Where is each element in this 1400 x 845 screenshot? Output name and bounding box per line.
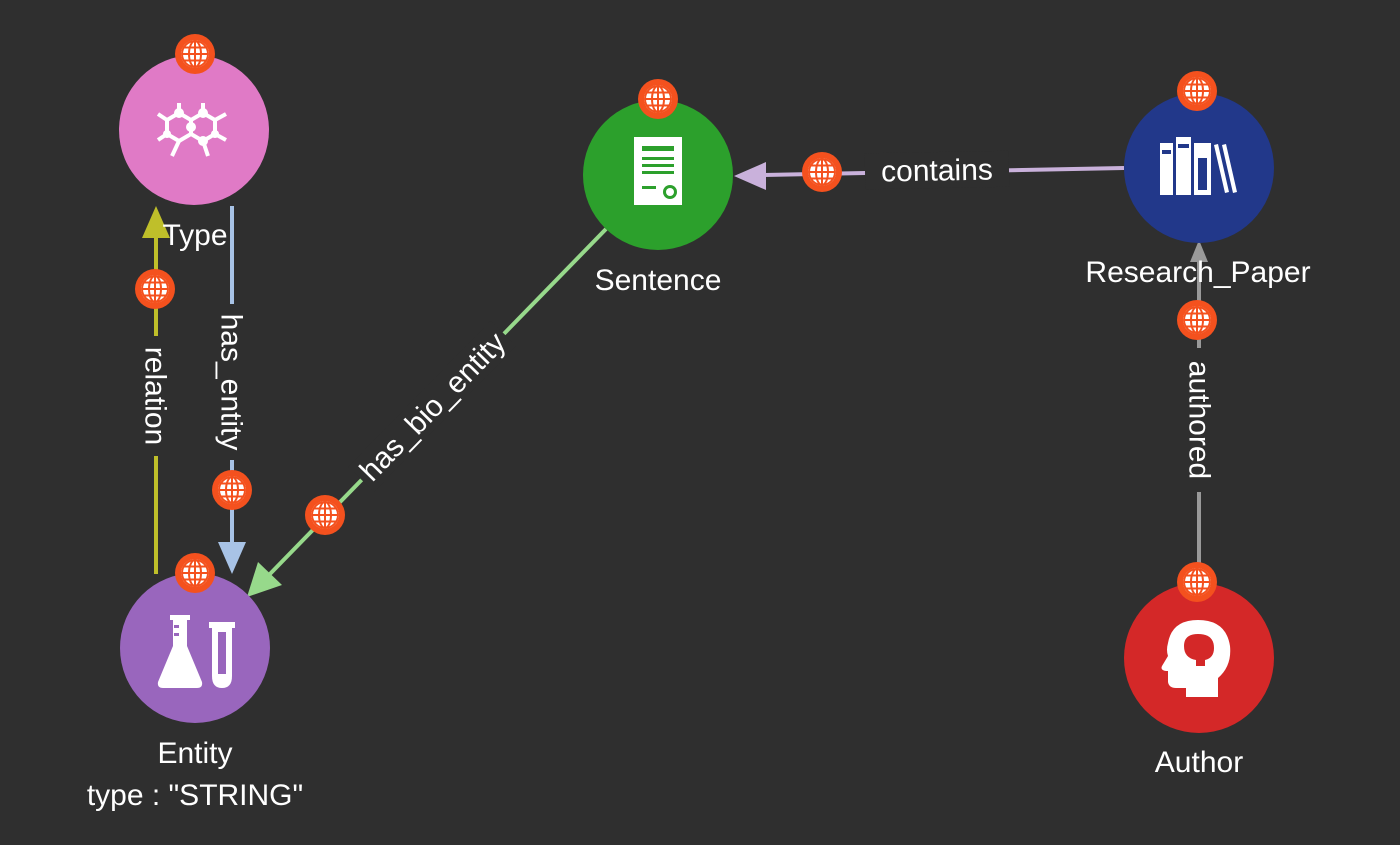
arrowhead xyxy=(218,542,246,574)
globe-icon[interactable] xyxy=(174,552,216,594)
globe-icon[interactable] xyxy=(211,469,253,511)
globe-icon[interactable] xyxy=(304,494,346,536)
edge-label-has-bio-entity: has_bio_entity xyxy=(354,326,513,488)
node-research-paper[interactable] xyxy=(1124,93,1274,243)
globe-icon[interactable] xyxy=(174,33,216,75)
arrowhead xyxy=(142,206,170,238)
label-backing xyxy=(138,336,174,456)
node-type[interactable] xyxy=(119,55,269,205)
node-label-sentence: Sentence xyxy=(595,264,722,297)
globe-icon[interactable] xyxy=(637,78,679,120)
node-label-author: Author xyxy=(1155,746,1243,779)
node-property-entity: type : "STRING" xyxy=(87,779,303,812)
node-label-entity: Entity xyxy=(157,737,232,770)
globe-icon[interactable] xyxy=(1176,561,1218,603)
edge-label-relation: relation xyxy=(139,347,172,445)
arrowhead xyxy=(247,562,282,597)
node-label-research-paper: Research_Paper xyxy=(1085,256,1310,289)
node-label-type: Type xyxy=(162,219,227,252)
arrowhead xyxy=(1190,240,1208,262)
node-author[interactable] xyxy=(1124,583,1274,733)
node-sentence[interactable] xyxy=(583,100,733,250)
certificate-document-icon xyxy=(634,137,682,205)
globe-icon[interactable] xyxy=(1176,70,1218,112)
label-backing xyxy=(864,150,1010,190)
globe-icon[interactable] xyxy=(801,151,843,193)
books-icon xyxy=(1160,137,1237,195)
label-backing xyxy=(348,320,517,492)
molecule-icon xyxy=(156,103,227,157)
label-backing xyxy=(1182,348,1218,492)
arrowhead xyxy=(734,162,766,190)
edge-label-contains: contains xyxy=(881,154,993,189)
lab-glassware-icon xyxy=(157,615,235,688)
globe-icon[interactable] xyxy=(134,268,176,310)
node-entity[interactable] xyxy=(120,573,270,723)
edge-label-authored: authored xyxy=(1183,361,1216,479)
globe-icon[interactable] xyxy=(1176,299,1218,341)
edge-label-has-entity: has_entity xyxy=(215,314,248,451)
head-brain-icon xyxy=(1161,620,1231,697)
label-backing xyxy=(214,304,250,460)
